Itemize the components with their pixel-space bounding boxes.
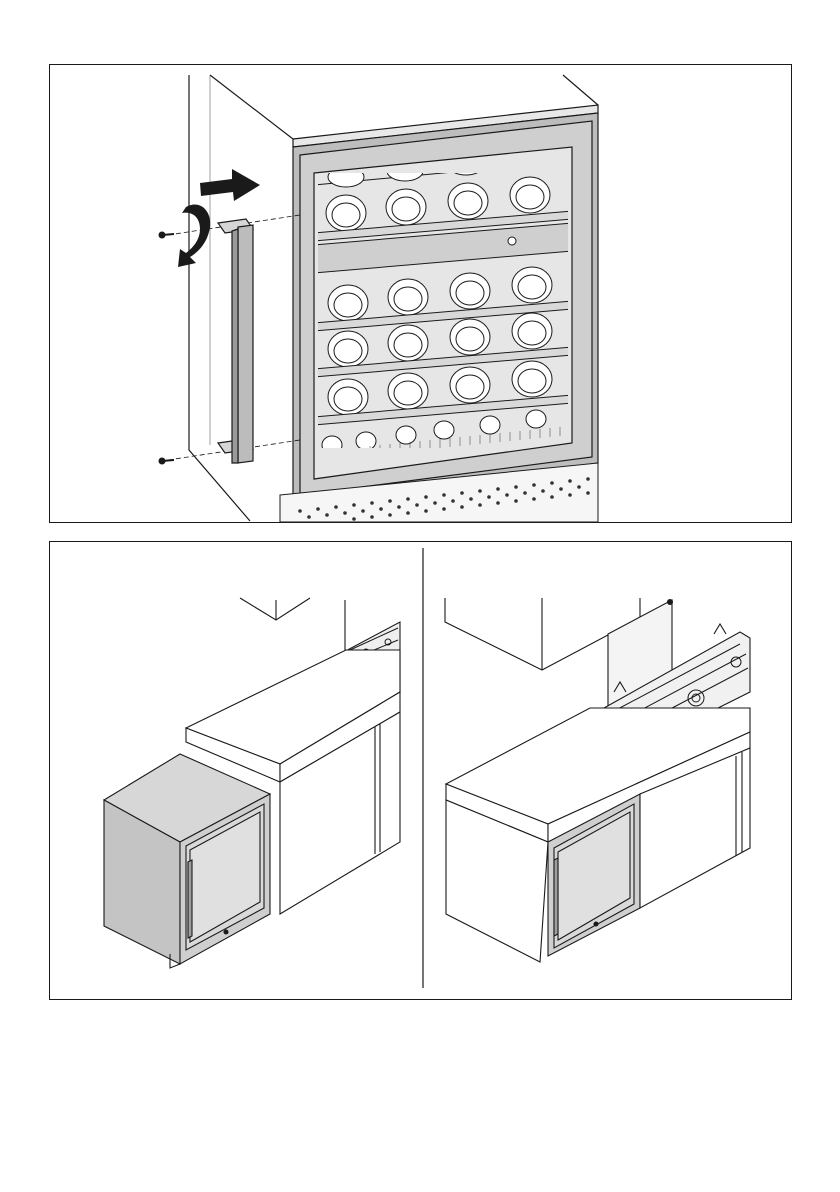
wine-cooler-handle-mounting-icon	[50, 65, 791, 522]
handle-installation-figure	[49, 64, 792, 523]
door-handle-icon	[218, 219, 253, 463]
screw-icon	[159, 458, 174, 464]
appliance-slide-in-icon	[104, 598, 400, 968]
appliance-built-in-icon	[445, 598, 750, 962]
cabinet-insertion-illustration	[50, 542, 791, 999]
push-arrow-icon	[200, 169, 260, 201]
cabinet-insertion-figure	[49, 541, 792, 1000]
rotate-clockwise-arrow-icon	[178, 204, 210, 267]
screw-icon	[159, 232, 174, 238]
